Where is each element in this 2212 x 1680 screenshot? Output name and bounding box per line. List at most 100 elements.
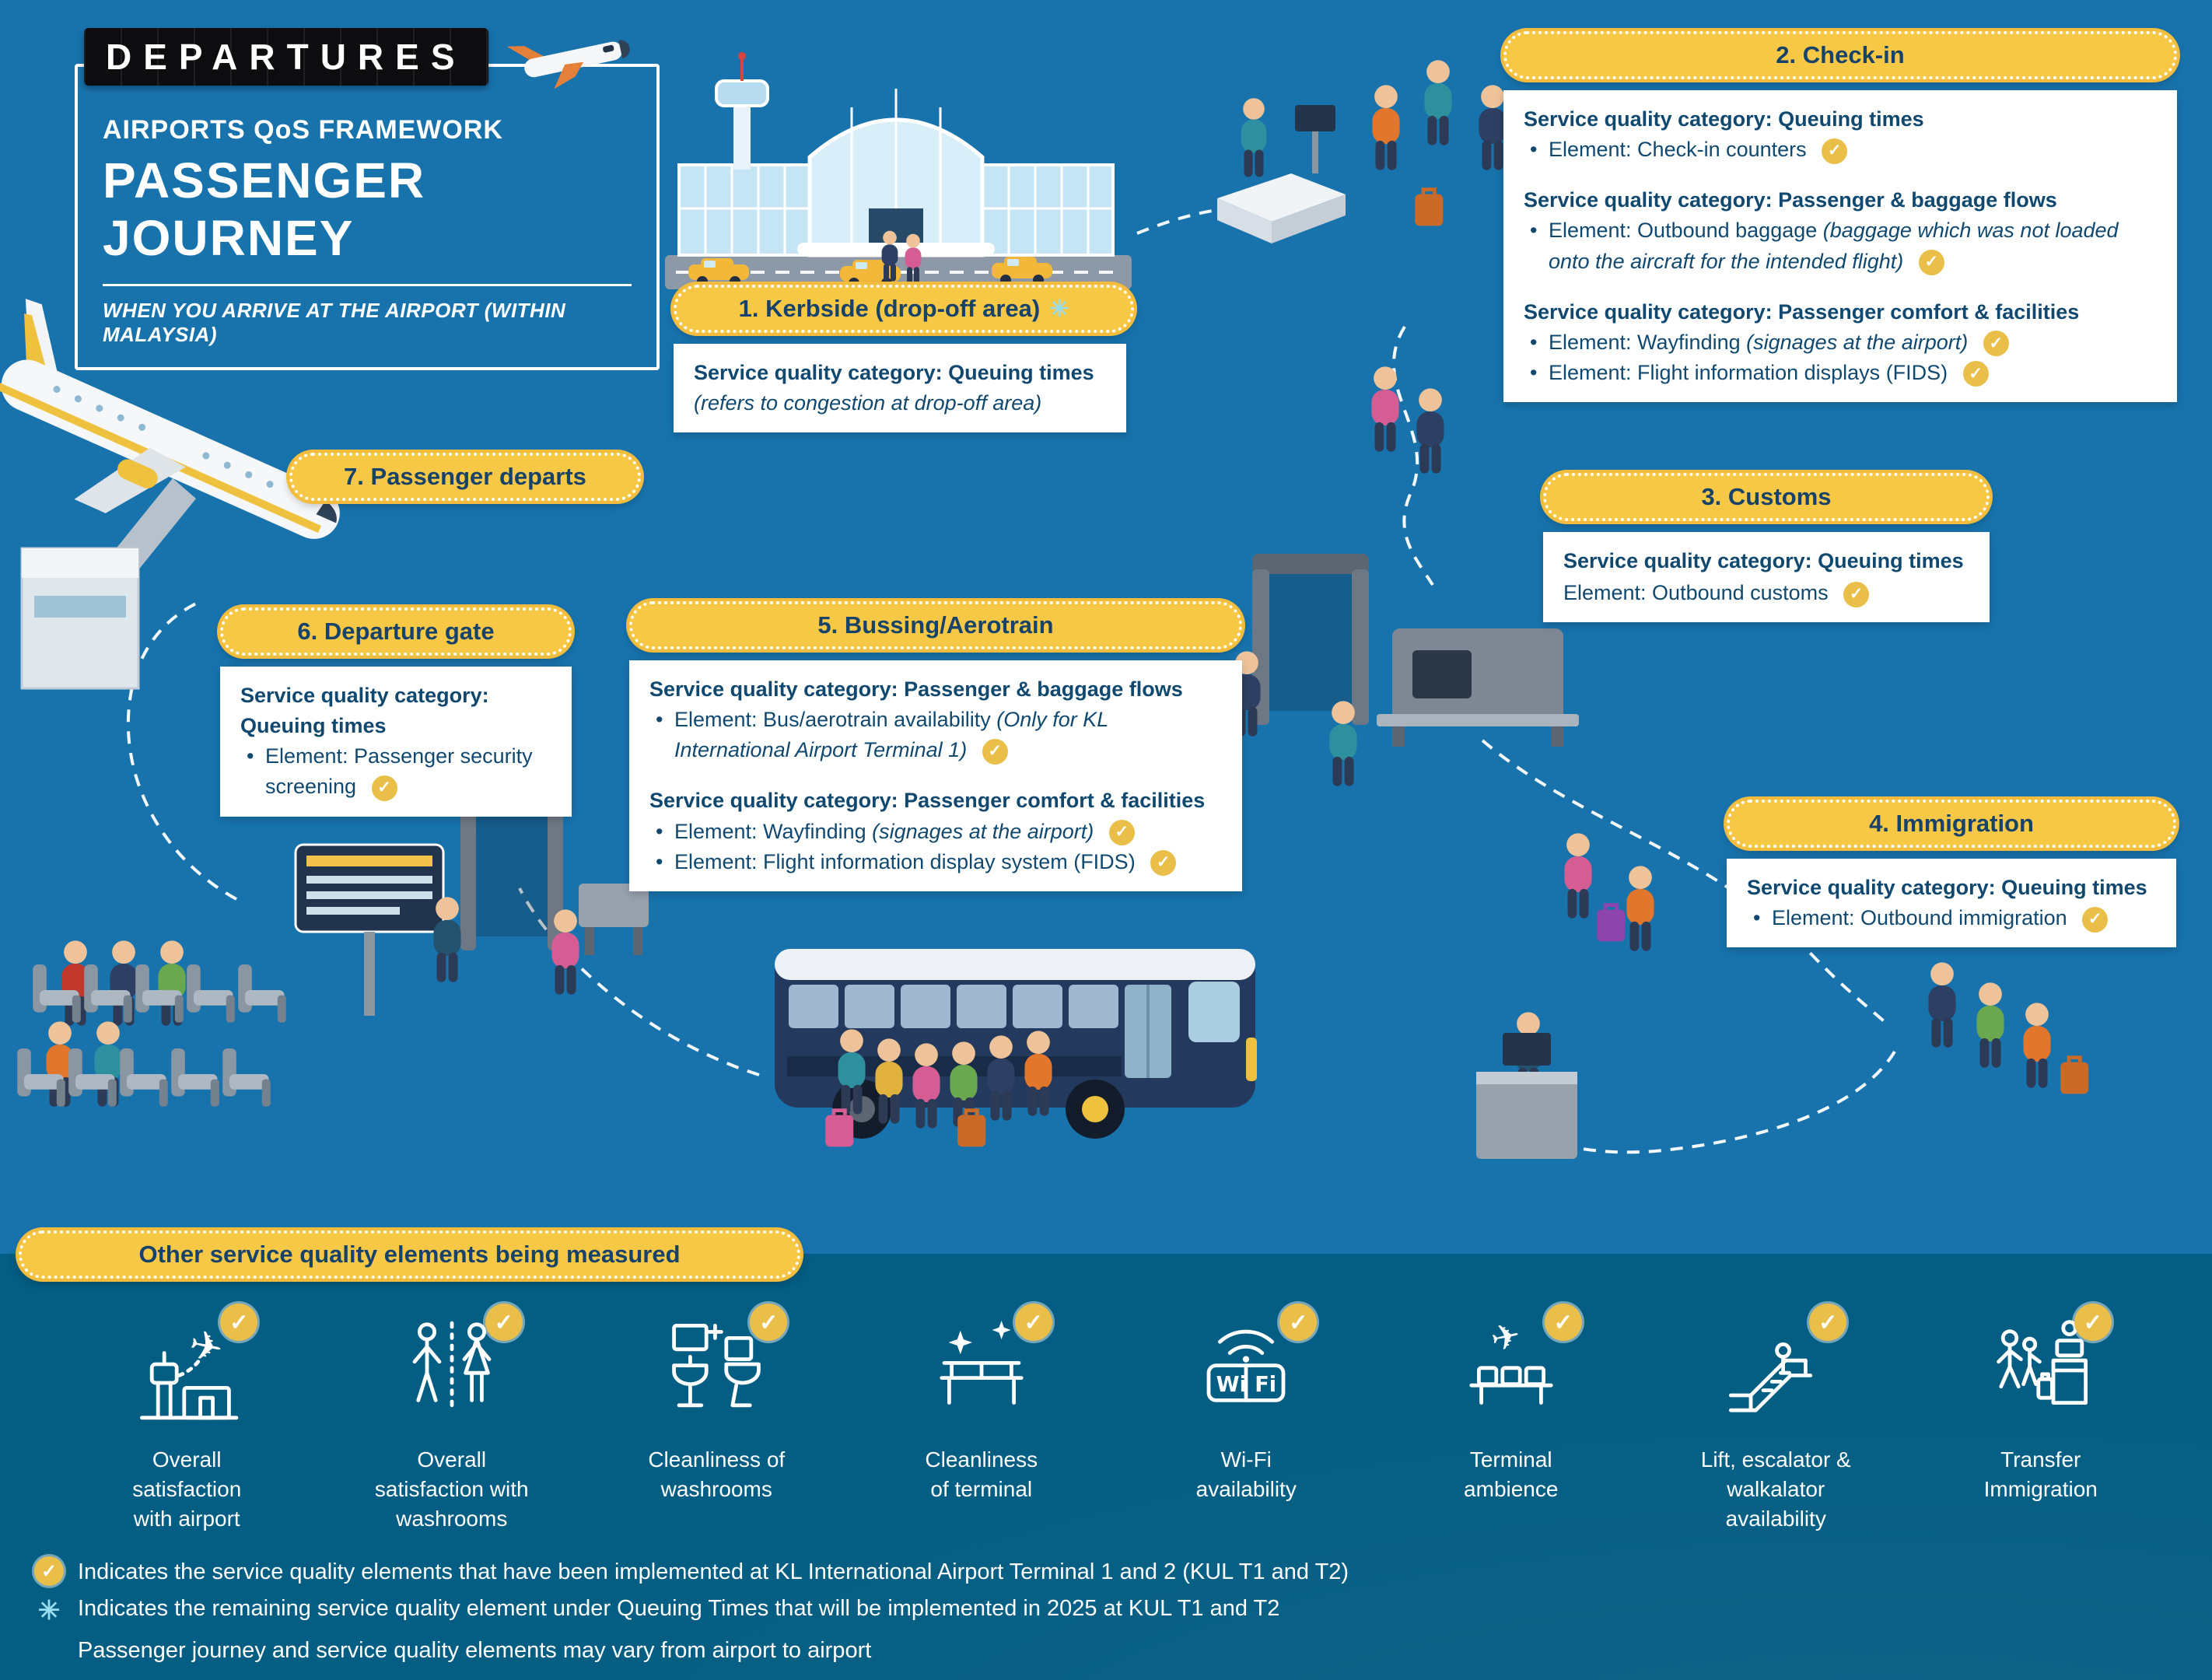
pending-asterisk-icon: ✳ [1049, 296, 1069, 322]
immigration-counter-illustration [1476, 1012, 1577, 1159]
qos-element-label: Cleanliness of washrooms [648, 1447, 786, 1501]
stage-customs: 3. Customs Service quality category: Que… [1543, 473, 1990, 623]
washroom-satisfaction-icon [412, 1321, 492, 1410]
qos-element-washroom-cleanliness: ✓ Cleanliness of washrooms [584, 1304, 849, 1533]
legend-text: Indicates the remaining service quality … [78, 1595, 1280, 1621]
other-elements-badge: Other service quality elements being mea… [19, 1230, 800, 1279]
element-item: Element: Flight information display syst… [649, 847, 1222, 877]
element-item: Element: Flight information displays (FI… [1524, 358, 2157, 388]
terminal-building-illustration [665, 52, 1132, 289]
title-block: DEPARTURES AIRPORTS QoS FRAMEWORK PASSEN… [75, 28, 660, 370]
terminal-ambience-icon: ✈ [1469, 1314, 1553, 1405]
legend-text: Passenger journey and service quality el… [78, 1637, 872, 1663]
implemented-check-icon: ✓ [1108, 819, 1135, 845]
implemented-check-icon: ✓ [1014, 1304, 1052, 1341]
stage-passenger-departs-badge: 7. Passenger departs [289, 453, 641, 501]
element-item: Element: Outbound customs ✓ [1563, 578, 1969, 608]
escalator-icon [1729, 1342, 1813, 1412]
taxi-icon [992, 257, 1052, 285]
asterisk-icon: ✳ [37, 1595, 61, 1626]
qos-element-label: Terminal ambience [1464, 1447, 1559, 1501]
implemented-check-icon: ✓ [220, 1304, 258, 1341]
qos-element-label: Overall satisfaction with washrooms [374, 1447, 529, 1531]
transfer-immigration-icon [1996, 1320, 2088, 1405]
qos-element-wifi: Wi Fi ✓ Wi-Fi availability [1114, 1304, 1379, 1533]
check-icon: ✓ [34, 1556, 64, 1587]
stage-kerbside: 1. Kerbside (drop-off area) ✳ Service qu… [674, 285, 1134, 433]
jet-bridge-illustration [20, 478, 196, 690]
element-item: Element: Wayfinding (signages at the air… [649, 817, 1222, 847]
legend-implemented: ✓ Indicates the service quality elements… [34, 1556, 2212, 1588]
qos-element-label: Lift, escalator & walkalator availabilit… [1700, 1447, 1851, 1531]
implemented-check-icon: ✓ [982, 738, 1008, 765]
checkin-counter-illustration [1217, 98, 1346, 243]
wifi-icon: Wi Fi [1206, 1329, 1286, 1402]
implemented-check-icon: ✓ [485, 1304, 523, 1341]
stage-checkin-badge: 2. Check-in [1503, 31, 2177, 79]
washroom-cleanliness-icon [672, 1324, 761, 1408]
legend-text: Indicates the service quality elements t… [78, 1559, 1349, 1585]
element-item: Element: Outbound baggage (baggage which… [1524, 215, 2157, 276]
title-plane-icon [506, 40, 630, 89]
qos-element-label: Overall satisfaction with airport [132, 1447, 242, 1531]
stage-bussing: 5. Bussing/Aerotrain Service quality cat… [629, 601, 1242, 891]
airport-icon: ✈ [140, 1321, 239, 1420]
stage-customs-infobox: Service quality category: Queuing times … [1543, 532, 1990, 623]
stage-immigration: 4. Immigration Service quality category:… [1727, 800, 2176, 948]
title-box: AIRPORTS QoS FRAMEWORK PASSENGER JOURNEY… [75, 64, 660, 370]
implemented-check-icon: ✓ [371, 775, 397, 801]
stage-departure-gate: 6. Departure gate Service quality catego… [220, 607, 572, 817]
element-item: Element: Bus/aerotrain availability (Onl… [649, 705, 1222, 765]
implemented-check-icon: ✓ [1279, 1304, 1318, 1341]
stage-departure-gate-infobox: Service quality category: Queuing times … [220, 667, 572, 817]
legend-note: Passenger journey and service quality el… [34, 1635, 2212, 1667]
stage-customs-badge: 3. Customs [1543, 473, 1990, 521]
customs-scanner-illustration [1252, 554, 1579, 747]
qos-element-washroom-satisfaction: ✓ Overall satisfaction with washrooms [320, 1304, 585, 1533]
element-item: Element: Outbound immigration ✓ [1747, 903, 2156, 933]
title-divider [103, 284, 632, 286]
departures-sign: DEPARTURES [84, 28, 488, 86]
stage-kerbside-badge: 1. Kerbside (drop-off area) ✳ [674, 285, 1134, 333]
implemented-check-icon: ✓ [1918, 249, 1944, 275]
stage-checkin: 2. Check-in Service quality category: Qu… [1503, 31, 2177, 403]
svg-text:Wi: Wi [1216, 1373, 1247, 1397]
stage-departure-gate-badge: 6. Departure gate [220, 607, 572, 656]
implemented-check-icon: ✓ [1809, 1304, 1847, 1341]
stage-immigration-infobox: Service quality category: Queuing times … [1727, 859, 2176, 948]
svg-text:Fi: Fi [1255, 1373, 1276, 1397]
implemented-check-icon: ✓ [1822, 138, 1848, 164]
element-item: Element: Check-in counters ✓ [1524, 135, 2157, 165]
implemented-check-icon: ✓ [1962, 361, 1989, 387]
qos-element-terminal-ambience: ✈ ✓ Terminal ambience [1379, 1304, 1644, 1533]
stage-immigration-badge: 4. Immigration [1727, 800, 2176, 848]
qos-element-label: Wi-Fi availability [1195, 1447, 1297, 1501]
element-item: Element: Passenger security screening ✓ [240, 741, 551, 802]
stage-kerbside-infobox: Service quality category: Queuing times … [674, 344, 1126, 433]
airplane-illustration [0, 299, 340, 539]
qos-element-label: Transfer Immigration [1983, 1447, 2098, 1501]
svg-text:✈: ✈ [1487, 1314, 1524, 1360]
other-elements-section: Other service quality elements being mea… [0, 1230, 2212, 1680]
stage-bussing-infobox: Service quality category: Passenger & ba… [629, 660, 1242, 891]
fids-screen-illustration [294, 843, 445, 1016]
qos-element-terminal-cleanliness: ✓ Cleanliness of terminal [849, 1304, 1115, 1533]
stage-bussing-badge: 5. Bussing/Aerotrain [629, 601, 1242, 649]
implemented-check-icon: ✓ [2082, 906, 2109, 933]
implemented-check-icon: ✓ [1150, 850, 1177, 877]
page-title: PASSENGER JOURNEY [103, 152, 426, 266]
implemented-check-icon: ✓ [1843, 581, 1870, 607]
implemented-check-icon: ✓ [1983, 331, 2009, 357]
qos-element-transfer-immigration: ✓ Transfer Immigration [1909, 1304, 2174, 1533]
legend-pending: ✳ Indicates the remaining service qualit… [34, 1593, 2212, 1630]
element-item: Element: Wayfinding (signages at the air… [1524, 327, 2157, 358]
title-tagline: WHEN YOU ARRIVE AT THE AIRPORT (WITHIN M… [103, 299, 566, 346]
implemented-check-icon: ✓ [1544, 1304, 1582, 1341]
qos-element-escalator: ✓ Lift, escalator & walkalator availabil… [1643, 1304, 1909, 1533]
implemented-check-icon: ✓ [750, 1304, 788, 1341]
implemented-check-icon: ✓ [2074, 1304, 2112, 1341]
framework-title: AIRPORTS QoS FRAMEWORK [103, 115, 503, 145]
taxi-icon [688, 258, 749, 287]
legend: ✓ Indicates the service quality elements… [34, 1556, 2212, 1666]
